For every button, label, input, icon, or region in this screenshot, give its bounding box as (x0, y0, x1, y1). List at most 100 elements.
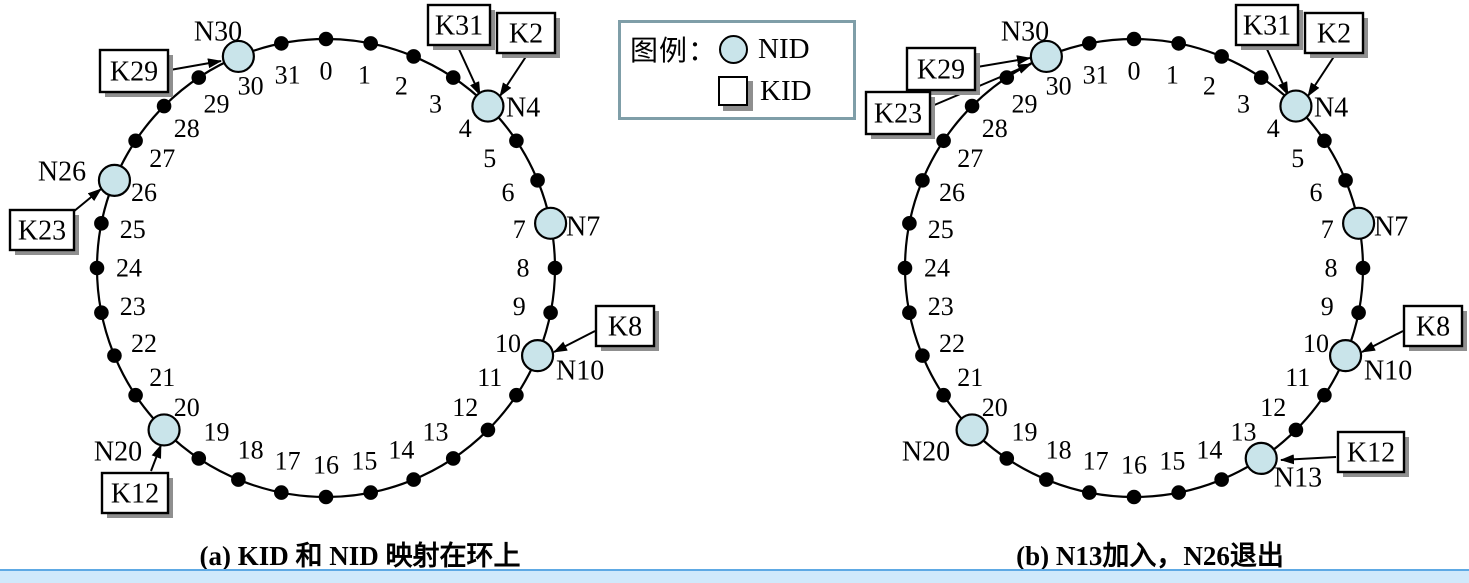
key-label-K12: K12 (111, 479, 159, 510)
ring-b-position-dot (915, 173, 930, 188)
key-label-K12: K12 (1347, 438, 1395, 469)
ring-a-position-label: 10 (495, 329, 521, 358)
ring-a-position-label: 22 (131, 329, 157, 358)
ring-b-position-label: 26 (939, 178, 965, 207)
ring-a-position-label: 14 (388, 436, 414, 465)
ring-b-position-label: 16 (1121, 451, 1147, 480)
legend-border (618, 20, 856, 120)
ring-b-position-label: 8 (1325, 254, 1338, 283)
ring-b-position-dot (964, 98, 980, 114)
ring-a-position-label: 9 (513, 292, 526, 321)
ring-a-position-dot (480, 422, 496, 438)
key-label-K31: K31 (435, 11, 483, 42)
ring-b-position-dot (1171, 36, 1186, 51)
ring-b-position-dot (897, 260, 913, 276)
key-arrow-K31 (457, 46, 481, 96)
key-box-K8 (1402, 304, 1464, 348)
ring-b-position-dot (1351, 305, 1366, 320)
ring-a-position-dot (89, 260, 105, 276)
node-label-N26: N26 (38, 157, 86, 188)
key-arrow-K8 (1361, 330, 1404, 353)
ring-a-position-label: 27 (149, 144, 175, 173)
node-label-N10: N10 (556, 356, 604, 387)
key-box-K2 (495, 11, 557, 55)
key-arrow-K31 (1265, 46, 1289, 96)
ring-a-position-dot (406, 472, 421, 487)
ring-b-position-label: 4 (1267, 114, 1280, 143)
legend-row-nid: 图例： NID (630, 28, 846, 70)
ring-a-position-label: 16 (313, 451, 339, 480)
ring-a-position-label: 21 (149, 363, 175, 392)
ring-b-position-label: 14 (1196, 436, 1222, 465)
key-arrow-K12 (1280, 454, 1337, 465)
ring-b-position-label: 12 (1260, 393, 1286, 422)
node-circle-N4 (471, 89, 505, 123)
key-label-K8: K8 (1416, 312, 1450, 343)
ring-b-position-dot (902, 305, 917, 320)
node-label-N30: N30 (194, 17, 242, 48)
ring-b-position-dot (1171, 485, 1186, 500)
ring-a-position-dot (94, 305, 109, 320)
ring-a-position-label: 17 (275, 447, 301, 476)
key-arrow-K23 (931, 63, 1032, 107)
ring-a-position-label: 1 (358, 60, 371, 89)
ring-b-position-dot (1126, 31, 1142, 47)
key-box-K29 (98, 48, 170, 94)
ring-a-position-dot (543, 305, 558, 320)
ring-a-position-label: 30 (238, 71, 264, 100)
ring-b-position-label: 28 (982, 114, 1008, 143)
ring-b-position-label: 6 (1310, 178, 1323, 207)
ring-a-position-dot (128, 387, 143, 403)
ring-a-position-dot (445, 70, 461, 85)
legend-title: 图例： (630, 36, 718, 67)
ring-b-position-dot (1288, 422, 1304, 438)
key-box-K31 (1234, 3, 1300, 47)
key-label-K31: K31 (1243, 11, 1291, 42)
ring-a-position-dot (128, 133, 143, 149)
ring-a-position-label: 11 (477, 363, 502, 392)
ring-a-position-label: 13 (422, 417, 448, 446)
ring-b-position-dot (1338, 173, 1353, 188)
node-circle-N7 (1341, 206, 1376, 240)
ring-b-position-dot (1126, 489, 1142, 505)
ring-a-position-dot (191, 451, 207, 466)
ring-a-position-dot (406, 49, 421, 64)
ring-a-position-label: 4 (459, 114, 472, 143)
node-circle-N30 (1029, 39, 1063, 74)
key-label-K23: K23 (18, 216, 66, 247)
ring-a-position-dot (191, 70, 207, 85)
ring-b-position-dot (1082, 36, 1097, 51)
key-label-K8: K8 (608, 312, 642, 343)
node-label-N30: N30 (1001, 17, 1049, 48)
ring-b-position-label: 10 (1303, 329, 1329, 358)
ring-b-position-dot (936, 133, 951, 149)
key-box-K8 (594, 304, 656, 348)
ring-a-position-dot (547, 260, 563, 276)
ring-b-position-label: 25 (928, 215, 954, 244)
ring-b-position-dot (1317, 387, 1332, 403)
ring-a-position-label: 25 (120, 215, 146, 244)
nid-circle-icon (719, 34, 749, 64)
ring-b-position-label: 11 (1285, 363, 1310, 392)
ring-b-position-dot (902, 216, 917, 231)
ring-b-position-dot (915, 348, 930, 363)
ring-a-position-dot (445, 451, 461, 466)
ring-b-position-label: 20 (982, 393, 1008, 422)
node-circle-N7 (533, 206, 568, 240)
ring-a-position-label: 26 (131, 178, 157, 207)
ring-b-position-label: 5 (1291, 144, 1304, 173)
key-label-K2: K2 (509, 19, 543, 50)
ring-a-position-label: 8 (517, 254, 530, 283)
ring-b-position-label: 13 (1230, 417, 1256, 446)
ring-a-position-dot (509, 133, 524, 149)
ring-a-position-label: 29 (204, 90, 230, 119)
key-box-K31 (426, 3, 492, 47)
ring-a-position-dot (156, 98, 172, 114)
ring-b-position-dot (1039, 472, 1054, 487)
ring-a-position-dot (94, 216, 109, 231)
ring-b-position-dot (999, 70, 1015, 85)
ring-b-position-dot (1214, 472, 1229, 487)
ring-a-position-label: 18 (238, 436, 264, 465)
